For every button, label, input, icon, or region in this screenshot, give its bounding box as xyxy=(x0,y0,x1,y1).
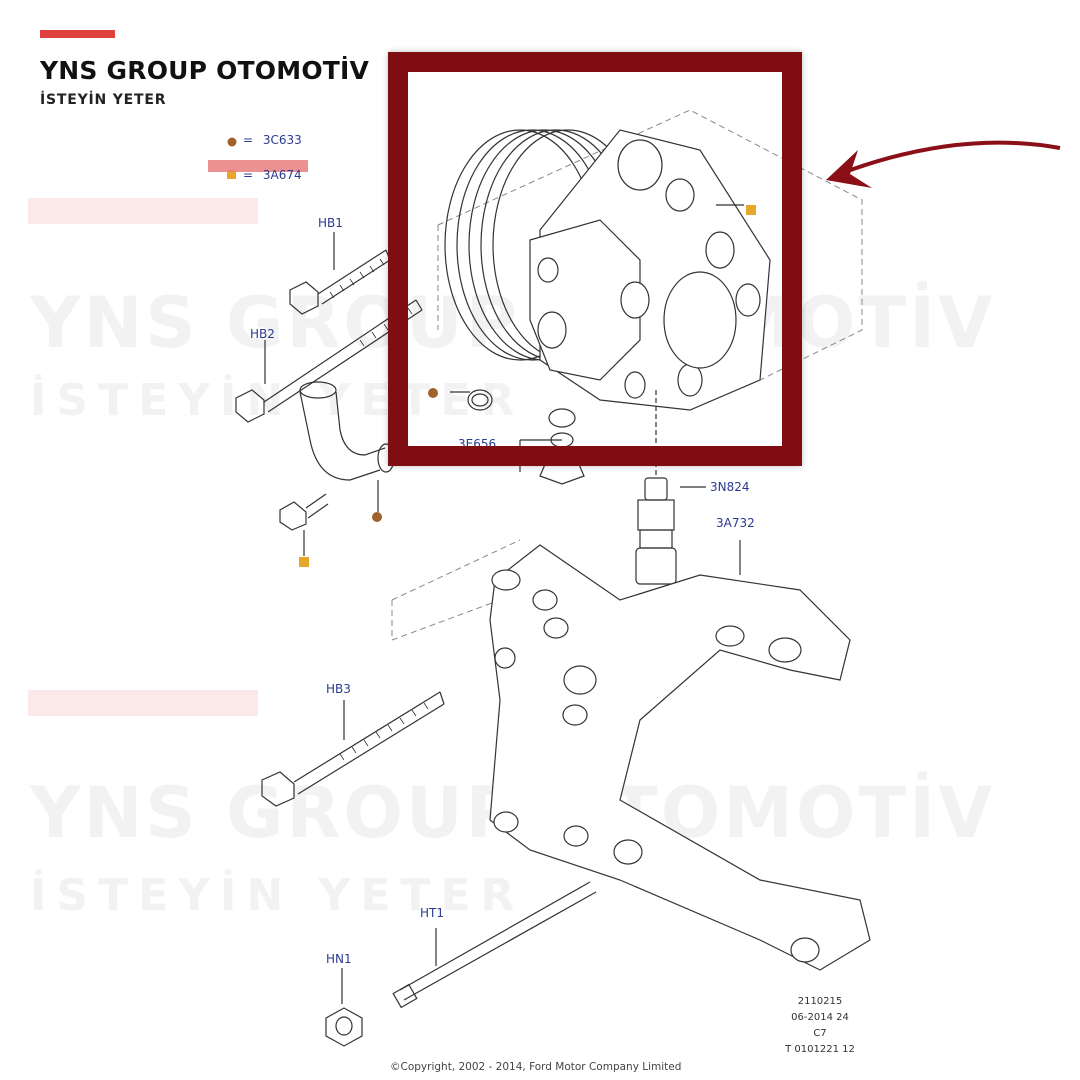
label-hb3: HB3 xyxy=(326,682,351,696)
label-hb1: HB1 xyxy=(318,216,343,230)
legend-row-1: = 3C633 xyxy=(243,133,302,147)
reference-line-4: T 0101221 12 xyxy=(785,1044,855,1055)
bracket-dashed-outline xyxy=(391,539,521,641)
legend-equals-1: = xyxy=(243,133,254,147)
bolt-hb1-drawing xyxy=(289,249,391,315)
pipe-brown-dot-icon xyxy=(372,512,382,522)
bolt-hb3-drawing xyxy=(261,691,445,807)
reference-line-3: C7 xyxy=(813,1028,827,1039)
reference-line-1: 2110215 xyxy=(797,996,843,1007)
label-3a732: 3A732 xyxy=(716,516,755,530)
legend-code-2: 3A674 xyxy=(262,168,302,182)
diagram-markers xyxy=(227,137,756,567)
pump-highlight-frame xyxy=(388,52,802,466)
brand-subtitle: İSTEYİN YETER xyxy=(40,92,167,108)
elbow-pipe-drawing xyxy=(299,381,395,481)
bolt-small-drawing xyxy=(279,493,329,531)
reference-line-2: 06-2014 24 xyxy=(791,1012,849,1023)
oring-brown-dot-icon xyxy=(428,388,438,398)
diagram-reference-block: 2110215 06-2014 24 C7 T 0101221 12 xyxy=(770,994,870,1058)
legend-brown-dot-icon xyxy=(227,137,237,147)
legend-equals-2: = xyxy=(243,168,254,182)
nut-hn1-drawing xyxy=(325,968,363,1047)
pointer-arrow-icon xyxy=(826,140,1061,188)
bolt-orange-square-icon xyxy=(299,557,309,567)
stud-ht1-drawing xyxy=(392,881,597,1009)
label-3n824: 3N824 xyxy=(710,480,750,494)
label-hb2: HB2 xyxy=(250,327,275,341)
label-hn1: HN1 xyxy=(326,952,352,966)
mounting-bracket-drawing xyxy=(489,540,871,971)
brand-title: YNS GROUP OTOMOTİV xyxy=(40,56,370,85)
pump-body-drawing xyxy=(529,129,771,411)
watermark-band-bottom xyxy=(28,690,258,716)
brand-accent-bar xyxy=(40,30,115,38)
legend-highlight-strike xyxy=(208,160,308,172)
legend-row-2: = 3A674 xyxy=(243,168,302,182)
watermark-band-top xyxy=(28,198,258,224)
copyright-notice: ©Copyright, 2002 - 2014, Ford Motor Comp… xyxy=(390,1061,682,1073)
legend-code-1: 3C633 xyxy=(262,133,302,147)
pump-orange-square-icon xyxy=(746,205,756,215)
legend-orange-square-icon xyxy=(227,170,236,179)
label-ht1: HT1 xyxy=(420,906,444,920)
